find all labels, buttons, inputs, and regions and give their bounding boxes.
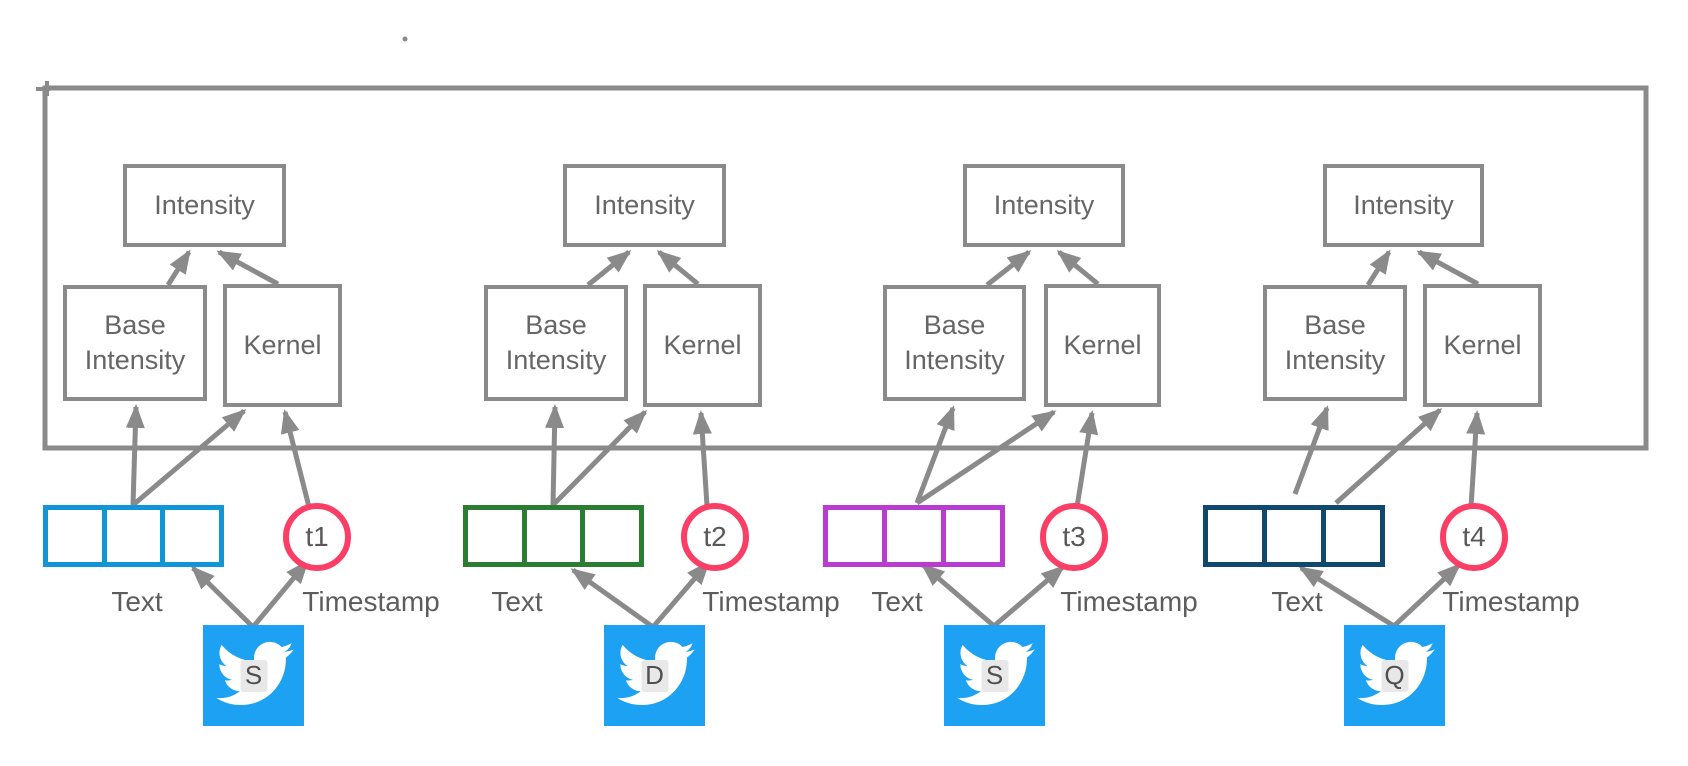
- text-label: Text: [491, 586, 543, 617]
- embedding-row: [43, 505, 224, 567]
- intensity-box: Intensity: [123, 164, 286, 247]
- embedding-cell: [48, 510, 102, 562]
- arrow: [131, 409, 247, 507]
- text-label: Text: [1271, 586, 1323, 617]
- embedding-row: [823, 505, 1005, 567]
- base-intensity-box: Base Intensity: [63, 285, 207, 401]
- base-intensity-box: Base Intensity: [484, 285, 628, 401]
- timestamp-label: Timestamp: [302, 586, 440, 617]
- arrow: [915, 409, 1057, 506]
- arrow: [692, 410, 712, 507]
- embedding-cell: [580, 510, 640, 562]
- arrow: [1298, 565, 1396, 629]
- base-intensity-box: Base Intensity: [883, 285, 1026, 401]
- embedding-cell: [1208, 510, 1262, 562]
- arrow: [251, 559, 309, 629]
- intensity-box: Intensity: [963, 164, 1125, 247]
- arrow: [914, 405, 956, 504]
- tweet-icon: S: [944, 625, 1045, 726]
- text-label: Text: [871, 586, 923, 617]
- embedding-row: [1203, 505, 1385, 567]
- tweet-icon: Q: [1344, 625, 1445, 726]
- embedding-cell: [941, 510, 1000, 562]
- arrow: [1365, 249, 1392, 287]
- arrow: [1334, 408, 1443, 505]
- tweet-icon: S: [203, 625, 304, 726]
- arrow: [125, 404, 145, 506]
- arrow: [190, 565, 255, 629]
- tweet-letter-badge: S: [981, 659, 1008, 692]
- arrow: [985, 250, 1032, 287]
- tweet-letter-badge: D: [641, 659, 668, 692]
- intensity-box: Intensity: [1323, 164, 1484, 247]
- arrow: [551, 409, 648, 507]
- timestamp-label: Timestamp: [1060, 586, 1198, 617]
- timestamp-label: Timestamp: [1442, 586, 1580, 617]
- arrow: [1392, 562, 1462, 628]
- intensity-box: Intensity: [563, 164, 726, 247]
- arrow: [165, 249, 192, 287]
- embedding-cell: [468, 510, 522, 562]
- arrow: [1056, 250, 1100, 286]
- arrow: [656, 250, 700, 286]
- arrow: [1074, 410, 1099, 508]
- embedding-cell: [882, 510, 941, 562]
- arrow: [920, 563, 996, 628]
- timestamp-circle: t1: [283, 503, 351, 571]
- timestamp-circle: t3: [1040, 503, 1108, 571]
- tweet-letter-badge: Q: [1381, 659, 1408, 692]
- arrow: [1292, 405, 1330, 495]
- kernel-box: Kernel: [223, 284, 342, 407]
- arrow: [216, 249, 280, 287]
- kernel-box: Kernel: [643, 284, 762, 407]
- timestamp-circle: t4: [1440, 503, 1508, 571]
- arrow: [1466, 410, 1486, 508]
- arrow: [545, 404, 565, 506]
- text-label: Text: [111, 586, 163, 617]
- embedding-cell: [1262, 510, 1321, 562]
- arrow: [1416, 249, 1480, 287]
- arrow: [280, 409, 312, 508]
- arrow: [992, 565, 1066, 628]
- timestamp-circle: t2: [681, 503, 749, 571]
- stray-dot: [402, 36, 408, 42]
- kernel-box: Kernel: [1423, 284, 1542, 407]
- embedding-row: [463, 505, 644, 567]
- arrow: [586, 250, 632, 287]
- arrow: [651, 560, 710, 629]
- plate-border: [42, 85, 1649, 451]
- embedding-cell: [521, 510, 581, 562]
- tweet-icon: D: [604, 625, 705, 726]
- arrow: [570, 567, 655, 630]
- embedding-cell: [101, 510, 161, 562]
- kernel-box: Kernel: [1044, 284, 1161, 407]
- tweet-letter-badge: S: [240, 659, 267, 692]
- embedding-cell: [828, 510, 882, 562]
- embedding-cell: [1321, 510, 1380, 562]
- embedding-cell: [160, 510, 220, 562]
- base-intensity-box: Base Intensity: [1263, 285, 1407, 401]
- timestamp-label: Timestamp: [702, 586, 840, 617]
